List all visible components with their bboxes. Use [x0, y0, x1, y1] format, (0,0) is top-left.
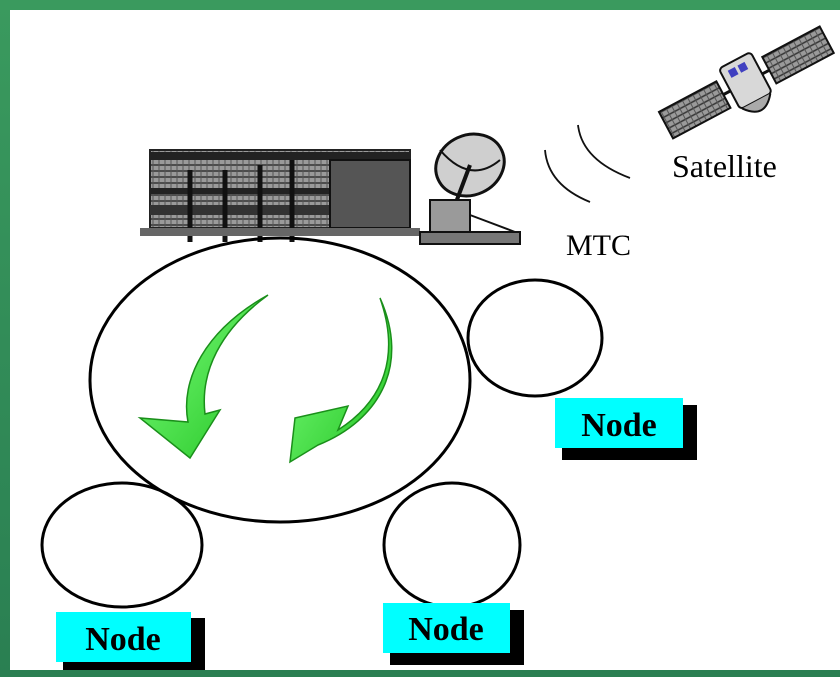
node-circle-bottom-middle	[382, 481, 522, 609]
arrow-icon	[289, 297, 393, 464]
diagram-svg: Satellite MTC Node Node Node	[40, 25, 836, 670]
satellite-icon	[657, 25, 836, 140]
diagram-canvas: Satellite MTC Node Node Node	[10, 10, 840, 670]
arrow-icon	[137, 294, 269, 460]
node-circle-bottom-left	[40, 481, 204, 609]
building-icon	[140, 149, 420, 242]
node-label-text: Node	[85, 621, 161, 658]
dish-antenna-icon	[419, 132, 521, 245]
node-label-right: Node	[555, 398, 697, 460]
signal-waves-icon	[544, 124, 631, 203]
satellite-label: Satellite	[672, 148, 777, 184]
node-label-bottom-left: Node	[56, 612, 205, 670]
node-label-bottom-middle: Node	[383, 603, 524, 665]
central-hub-circle	[88, 236, 472, 524]
node-circle-right	[466, 278, 604, 398]
node-label-text: Node	[408, 611, 484, 648]
node-label-text: Node	[581, 407, 657, 444]
mtc-label: MTC	[566, 229, 631, 262]
